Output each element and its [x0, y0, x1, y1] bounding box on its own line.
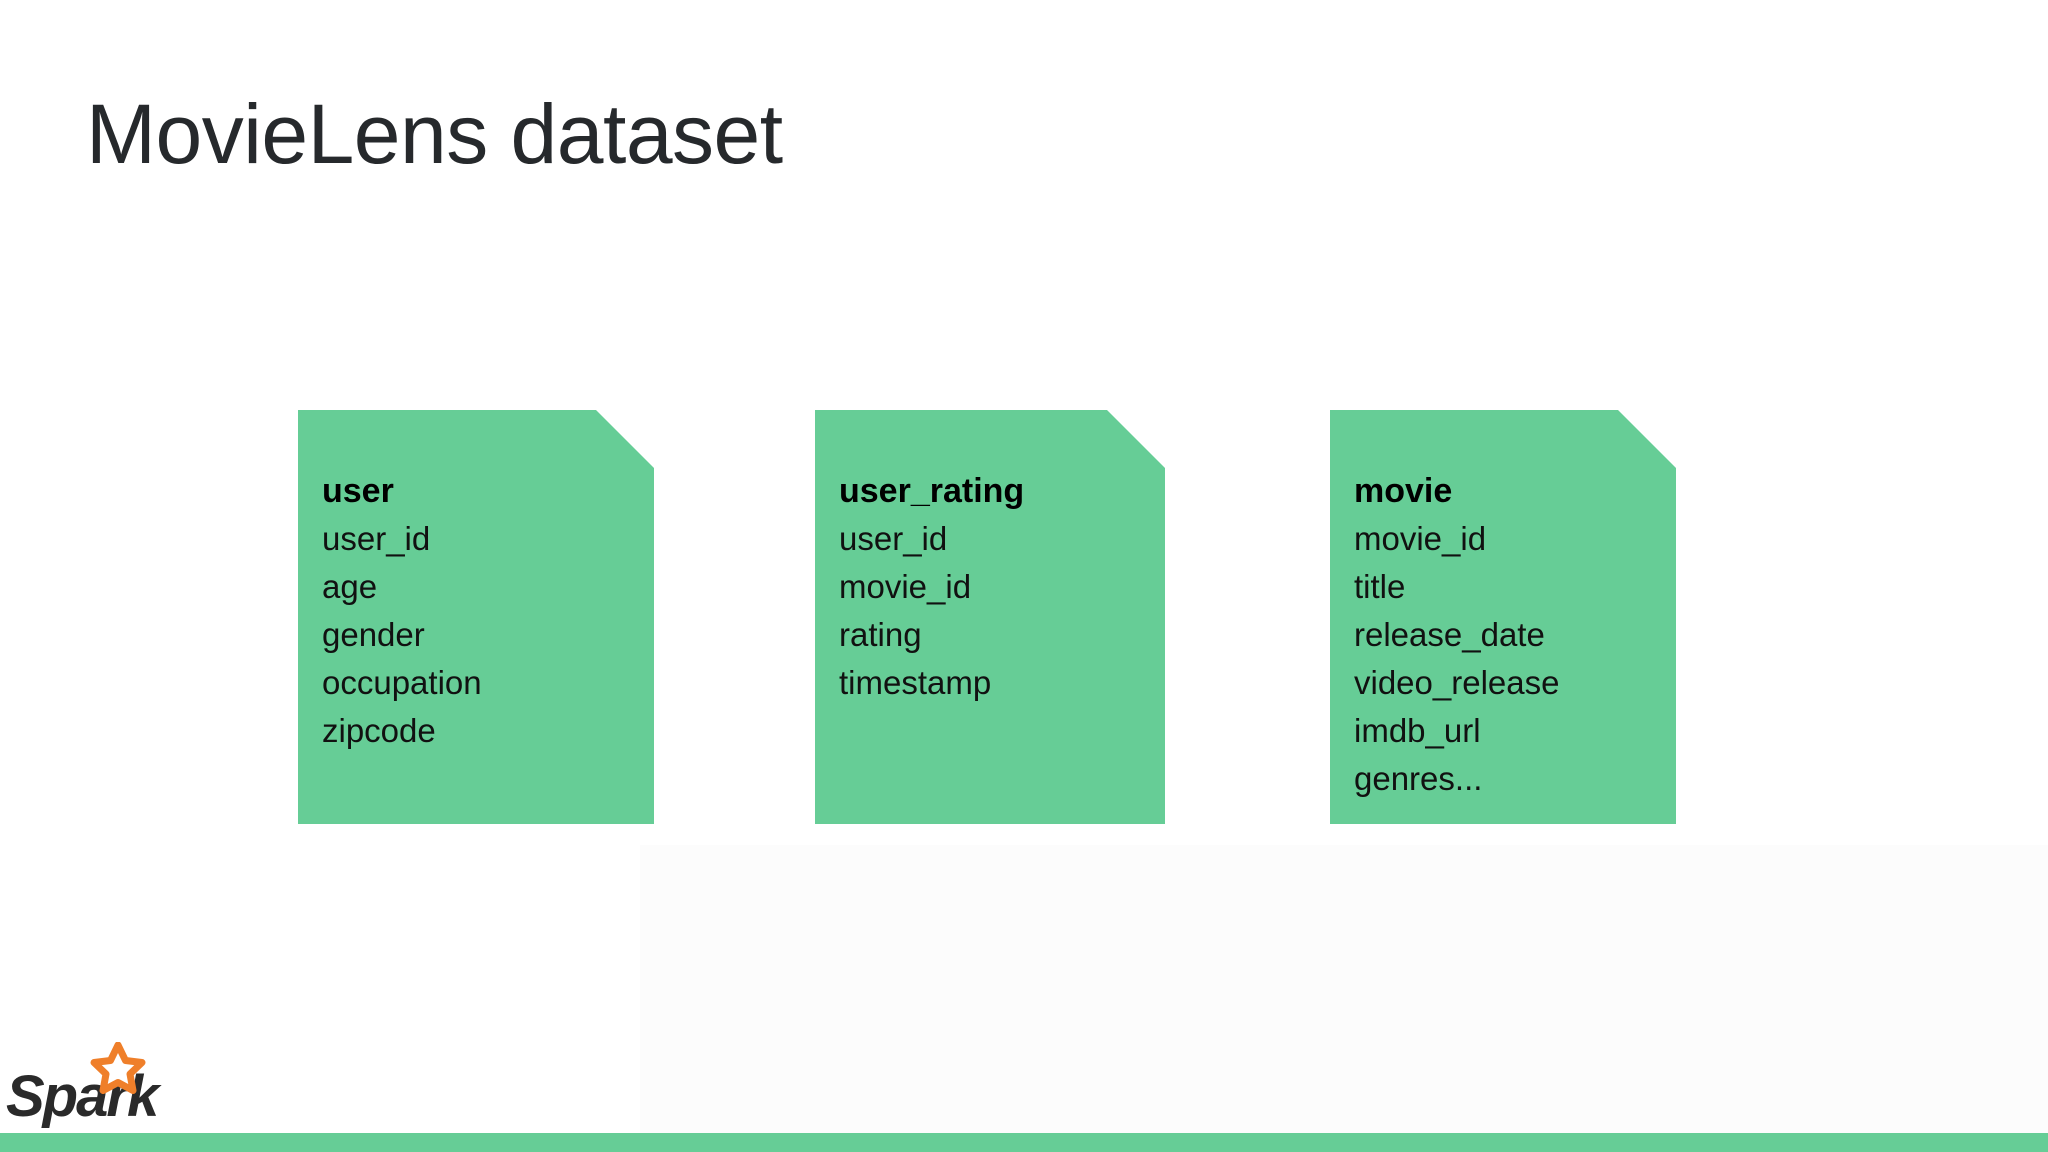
card-field: occupation	[322, 664, 482, 701]
card-field: zipcode	[322, 712, 436, 749]
card-field: release_date	[1354, 616, 1545, 653]
card-title: user	[322, 472, 394, 510]
card-field: movie_id	[1354, 520, 1487, 557]
card-field: title	[1354, 568, 1406, 605]
entity-card-user-rating[interactable]: user_rating user_id movie_id rating time…	[815, 410, 1165, 824]
page-title: MovieLens dataset	[86, 87, 783, 181]
card-text-block: movie movie_id title release_date video_…	[1354, 467, 1670, 803]
entity-card-user[interactable]: user user_id age gender occupation zipco…	[298, 410, 654, 824]
footer-accent-bar	[0, 1133, 2048, 1152]
card-title: user_rating	[839, 472, 1025, 510]
card-field: gender	[322, 616, 425, 653]
spark-logo: Spark	[4, 1040, 174, 1132]
card-text-block: user_rating user_id movie_id rating time…	[839, 467, 1159, 707]
card-field: imdb_url	[1354, 712, 1481, 749]
card-field: genres...	[1354, 760, 1483, 797]
star-icon	[90, 1042, 146, 1094]
card-title: movie	[1354, 472, 1453, 510]
card-field: movie_id	[839, 568, 972, 605]
card-field: user_id	[322, 520, 431, 557]
card-field: age	[322, 568, 378, 605]
background-panel	[640, 845, 2048, 1135]
card-field: rating	[839, 616, 922, 653]
card-field: video_release	[1354, 664, 1560, 701]
card-field: timestamp	[839, 664, 992, 701]
card-text-block: user user_id age gender occupation zipco…	[322, 467, 648, 755]
entity-card-movie[interactable]: movie movie_id title release_date video_…	[1330, 410, 1676, 824]
card-field: user_id	[839, 520, 948, 557]
